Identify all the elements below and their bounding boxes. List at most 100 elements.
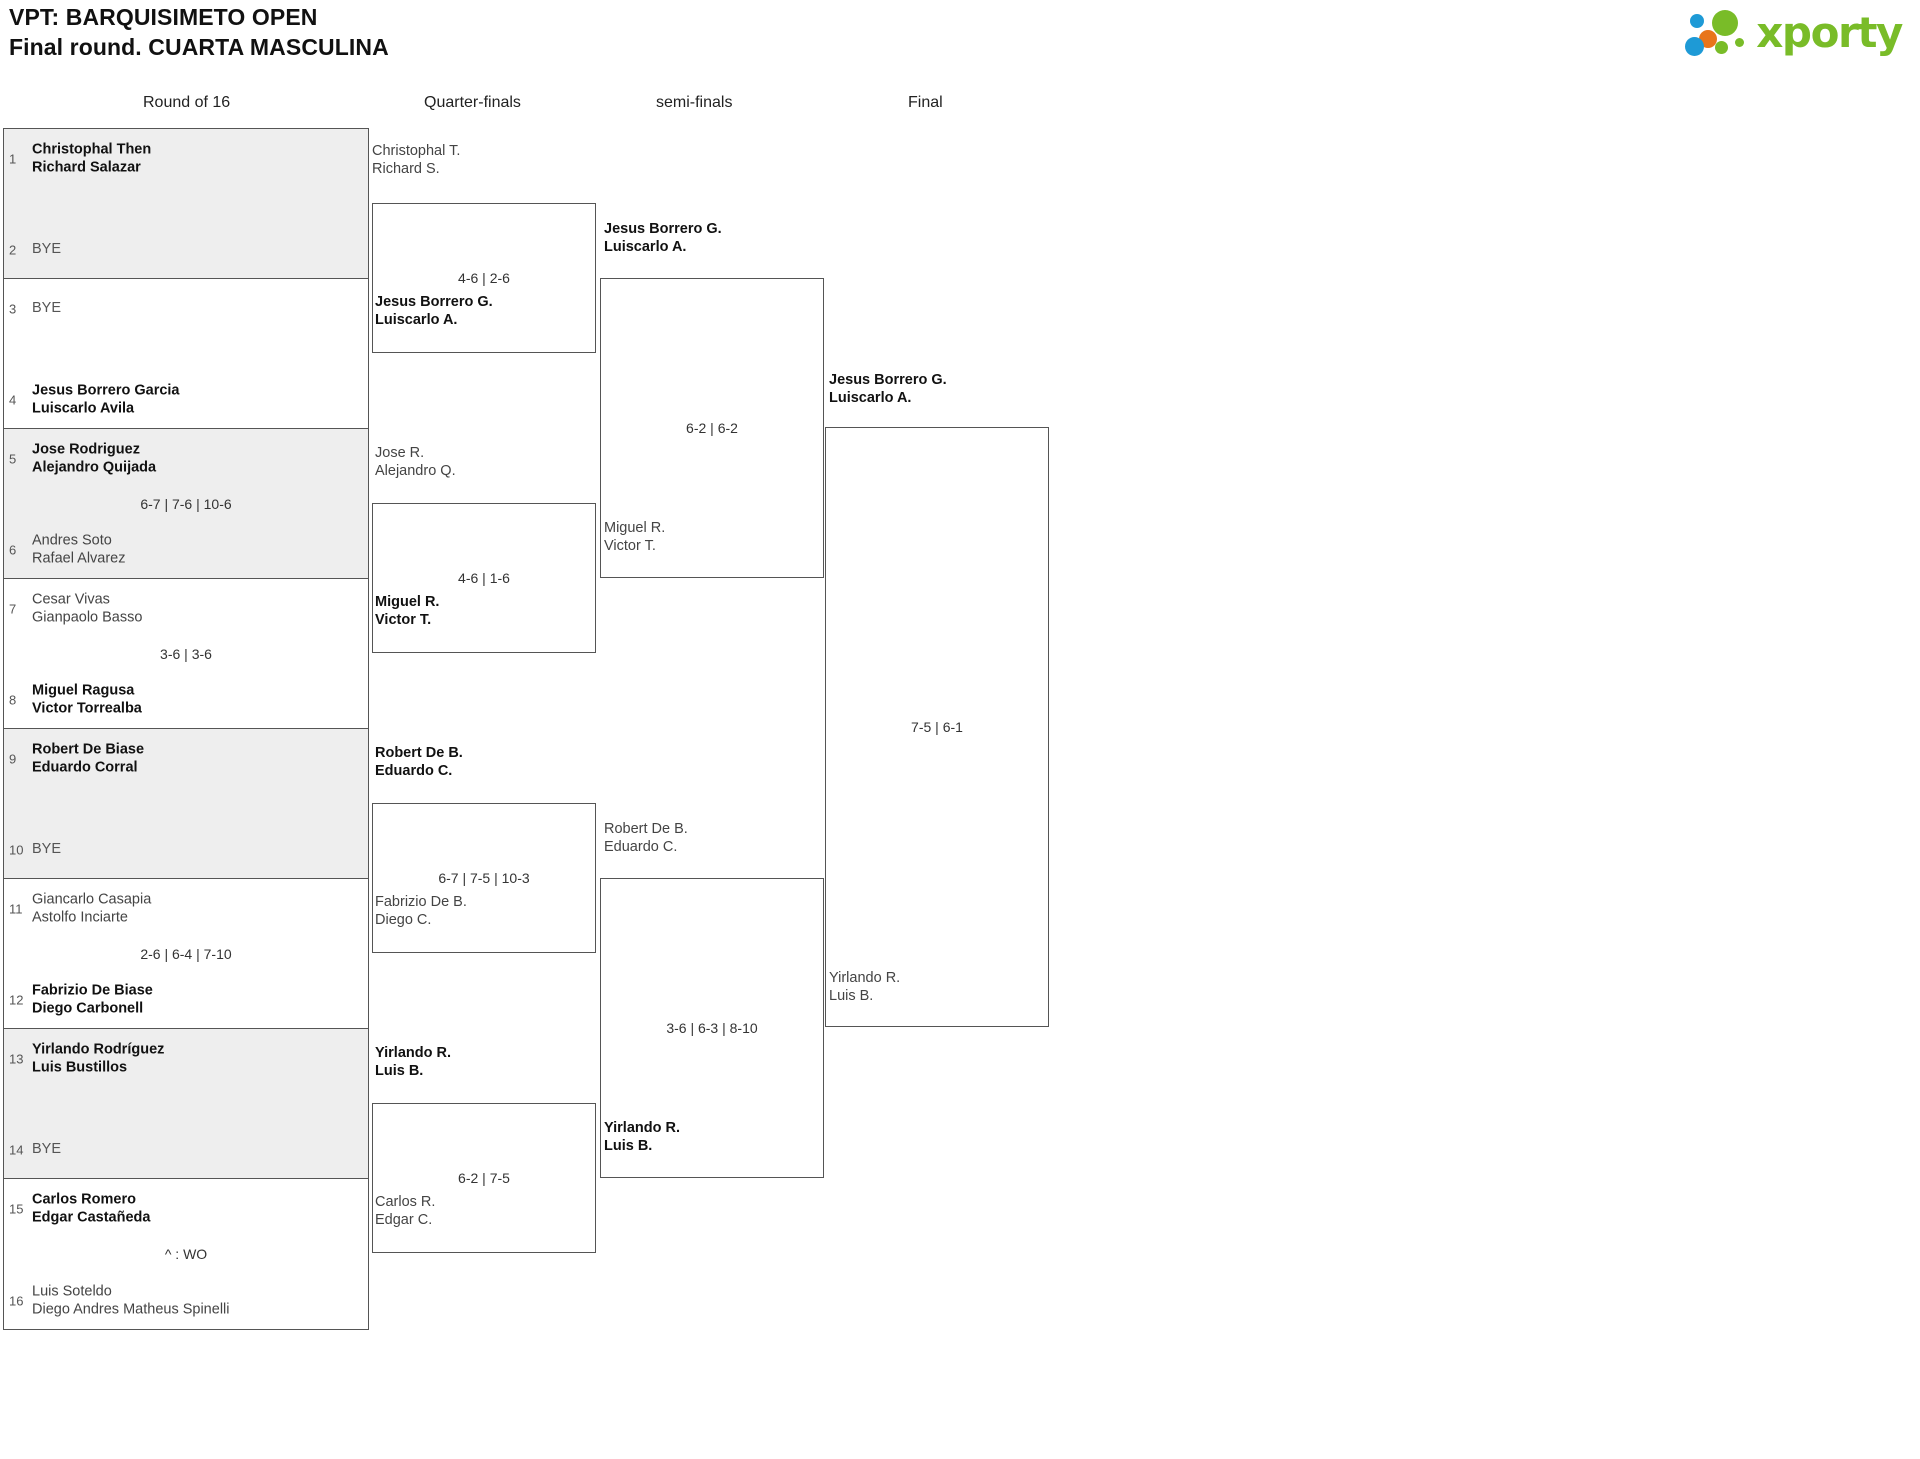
xporty-logo[interactable]: xporty	[1682, 6, 1903, 60]
qf-box-3[interactable]: 6-7 | 7-5 | 10-3	[372, 803, 596, 953]
player-line-2: Luiscarlo Avila	[32, 400, 135, 416]
player-line-1: Yirlando R.	[375, 1045, 451, 1061]
qf-entry-top-1[interactable]: Christophal T. Richard S.	[372, 143, 460, 178]
player-line-1: Fabrizio De Biase	[32, 982, 153, 999]
sf-entry-top-2[interactable]: Robert De B. Eduardo C.	[604, 821, 688, 856]
r16-slot-seed-5[interactable]: 5 Jose Rodriguez Alejandro Quijada	[4, 435, 368, 483]
player-line-2: Eduardo Corral	[32, 759, 138, 775]
team-names: Yirlando Rodríguez Luis Bustillos	[32, 1041, 164, 1076]
r16-slot-seed-1[interactable]: 1 Christophal Then Richard Salazar	[4, 135, 368, 183]
r16-match-1[interactable]: 1 Christophal Then Richard Salazar 2 BYE	[4, 129, 368, 279]
r16-slot-seed-9[interactable]: 9 Robert De Biase Eduardo Corral	[4, 735, 368, 783]
r16-slot-seed-6[interactable]: 6 Andres Soto Rafael Alvarez	[4, 526, 368, 574]
round-of-16-column: 1 Christophal Then Richard Salazar 2 BYE…	[3, 128, 369, 1330]
tournament-title: VPT: BARQUISIMETO OPEN Final round. CUAR…	[9, 3, 389, 63]
player-line-2: Luis B.	[604, 1137, 653, 1154]
sf-box-2[interactable]: 3-6 | 6-3 | 8-10	[600, 878, 824, 1178]
player-line-2: Alejandro Q.	[375, 462, 456, 479]
r16-match-3[interactable]: 5 Jose Rodriguez Alejandro Quijada 6-7 |…	[4, 429, 368, 579]
player-line-1: Carlos R.	[375, 1194, 436, 1210]
player-line-1: Robert De Biase	[32, 741, 145, 758]
r16-slot-seed-3[interactable]: 3 BYE	[4, 285, 368, 333]
player-line-2: Luiscarlo A.	[829, 389, 912, 406]
tournament-subtitle: Final round. CUARTA MASCULINA	[9, 33, 389, 60]
qf-box-4[interactable]: 6-2 | 7-5	[372, 1103, 596, 1253]
player-line-1: Jesus Borrero Garcia	[32, 382, 180, 399]
team-names: Carlos Romero Edgar Castañeda	[32, 1191, 150, 1226]
player-line-1: BYE	[32, 1141, 62, 1158]
match-score: 3-6 | 3-6	[160, 645, 212, 662]
seed-number: 2	[9, 242, 17, 258]
team-names: Miguel Ragusa Victor Torrealba	[32, 682, 142, 717]
qf-box-2[interactable]: 4-6 | 1-6	[372, 503, 596, 653]
match-score: 6-2 | 7-5	[458, 1170, 510, 1186]
player-line-1: Jesus Borrero G.	[375, 294, 493, 310]
seed-number: 8	[9, 692, 17, 708]
sf-box-1[interactable]: 6-2 | 6-2	[600, 278, 824, 578]
match-score: 6-7 | 7-5 | 10-3	[438, 870, 530, 886]
qf-entry-top-3[interactable]: Robert De B. Eduardo C.	[375, 745, 463, 780]
seed-number: 10	[9, 842, 24, 858]
seed-number: 14	[9, 1142, 24, 1158]
team-names: Jesus Borrero Garcia Luiscarlo Avila	[32, 382, 180, 417]
r16-slot-seed-11[interactable]: 11 Giancarlo Casapia Astolfo Inciarte	[4, 885, 368, 933]
round-header-final: Final	[908, 94, 943, 111]
r16-slot-seed-12[interactable]: 12 Fabrizio De Biase Diego Carbonell	[4, 976, 368, 1024]
r16-slot-seed-13[interactable]: 13 Yirlando Rodríguez Luis Bustillos	[4, 1035, 368, 1083]
player-line-1: Jose Rodriguez	[32, 441, 140, 458]
team-names: Cesar Vivas Gianpaolo Basso	[32, 591, 142, 626]
team-names: Luis Soteldo Diego Andres Matheus Spinel…	[32, 1283, 229, 1318]
player-line-2: Luiscarlo A.	[604, 238, 687, 255]
r16-slot-seed-7[interactable]: 7 Cesar Vivas Gianpaolo Basso	[4, 585, 368, 633]
logo-wordmark: xporty	[1756, 8, 1903, 57]
seed-number: 9	[9, 751, 17, 767]
seed-number: 12	[9, 992, 24, 1008]
match-score: ^ : WO	[164, 1246, 208, 1262]
team-names: Christophal Then Richard Salazar	[32, 141, 151, 176]
round-header-semi-finals: semi-finals	[656, 94, 733, 111]
r16-slot-seed-14[interactable]: 14 BYE	[4, 1126, 368, 1174]
r16-slot-seed-4[interactable]: 4 Jesus Borrero Garcia Luiscarlo Avila	[4, 376, 368, 424]
qf-entry-bottom-1[interactable]: Jesus Borrero G. Luiscarlo A.	[375, 294, 493, 329]
seed-number: 16	[9, 1293, 24, 1309]
player-line-1: Luis Soteldo	[32, 1283, 112, 1300]
player-line-2: Richard S.	[372, 160, 440, 177]
qf-box-1[interactable]: 4-6 | 2-6	[372, 203, 596, 353]
r16-match-2[interactable]: 3 BYE 4 Jesus Borrero Garcia Luiscarlo A…	[4, 279, 368, 429]
r16-match-4[interactable]: 7 Cesar Vivas Gianpaolo Basso 3-6 | 3-6 …	[4, 579, 368, 729]
player-line-2: Eduardo C.	[604, 838, 678, 855]
qf-entry-top-4[interactable]: Yirlando R. Luis B.	[375, 1045, 451, 1080]
player-line-1: Jesus Borrero G.	[829, 372, 947, 388]
player-line-2: Edgar C.	[375, 1211, 433, 1228]
r16-match-6[interactable]: 11 Giancarlo Casapia Astolfo Inciarte 2-…	[4, 879, 368, 1029]
sf-entry-bottom-2[interactable]: Yirlando R. Luis B.	[604, 1120, 680, 1155]
r16-slot-seed-2[interactable]: 2 BYE	[4, 226, 368, 274]
r16-slot-seed-10[interactable]: 10 BYE	[4, 826, 368, 874]
seed-number: 11	[9, 901, 23, 917]
r16-match-5[interactable]: 9 Robert De Biase Eduardo Corral 10 BYE	[4, 729, 368, 879]
final-entry-top[interactable]: Jesus Borrero G. Luiscarlo A.	[829, 372, 947, 407]
qf-entry-top-2[interactable]: Jose R. Alejandro Q.	[375, 445, 456, 480]
match-score: 6-2 | 6-2	[686, 420, 738, 436]
team-names: Andres Soto Rafael Alvarez	[32, 532, 126, 567]
player-line-2: Victor Torrealba	[32, 700, 142, 716]
qf-entry-bottom-3[interactable]: Fabrizio De B. Diego C.	[375, 894, 467, 929]
qf-entry-bottom-4[interactable]: Carlos R. Edgar C.	[375, 1194, 435, 1229]
qf-entry-bottom-2[interactable]: Miguel R. Victor T.	[375, 594, 439, 629]
r16-match-8[interactable]: 15 Carlos Romero Edgar Castañeda ^ : WO …	[4, 1179, 368, 1329]
r16-slot-seed-15[interactable]: 15 Carlos Romero Edgar Castañeda	[4, 1185, 368, 1233]
match-score: 7-5 | 6-1	[911, 719, 963, 735]
player-line-1: Carlos Romero	[32, 1191, 136, 1208]
final-box[interactable]: 7-5 | 6-1	[825, 427, 1049, 1027]
match-score: 4-6 | 2-6	[458, 270, 510, 286]
seed-number: 15	[9, 1201, 24, 1217]
player-line-1: Jesus Borrero G.	[604, 221, 722, 237]
r16-slot-seed-8[interactable]: 8 Miguel Ragusa Victor Torrealba	[4, 676, 368, 724]
team-names: Robert De Biase Eduardo Corral	[32, 741, 144, 776]
final-entry-bottom[interactable]: Yirlando R. Luis B.	[829, 970, 900, 1005]
r16-match-7[interactable]: 13 Yirlando Rodríguez Luis Bustillos 14 …	[4, 1029, 368, 1179]
team-names: Fabrizio De Biase Diego Carbonell	[32, 982, 153, 1017]
r16-slot-seed-16[interactable]: 16 Luis Soteldo Diego Andres Matheus Spi…	[4, 1277, 368, 1325]
sf-entry-bottom-1[interactable]: Miguel R. Victor T.	[604, 520, 665, 555]
sf-entry-top-1[interactable]: Jesus Borrero G. Luiscarlo A.	[604, 221, 722, 256]
